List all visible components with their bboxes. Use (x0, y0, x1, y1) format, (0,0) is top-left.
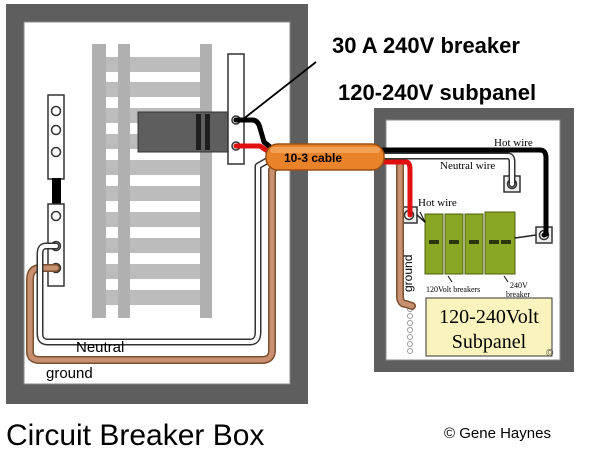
subpanel-label-line1: 120-240Volt (439, 306, 539, 328)
hot-wire-mid-label: Hot wire (418, 197, 457, 209)
breaker-title: 30 A 240V breaker (332, 33, 520, 58)
breakers-120-label: 120Volt breakers (426, 285, 480, 294)
bonding-strap (52, 178, 61, 206)
bus-feed-right (514, 234, 537, 239)
wires (26, 117, 549, 364)
subpanel-label-box (425, 297, 553, 357)
bus-bar-center (200, 44, 212, 318)
ground-sub-label: ground (401, 255, 415, 292)
main-panel-interior (23, 21, 291, 385)
breaker-leader-line (241, 61, 317, 121)
bus-bar-left (92, 44, 106, 318)
breaker-terminal-strip (227, 53, 245, 165)
breaker-240-label-line1: 240V (510, 281, 528, 290)
subpanel (374, 108, 574, 372)
subpanel-copyright-mark: © (546, 348, 554, 359)
cable-10-3 (265, 143, 385, 171)
breaker-240-label-line2: breaker (506, 290, 530, 299)
bus-feed-left (416, 214, 426, 223)
main-caption: Circuit Breaker Box (6, 419, 264, 452)
main-240v-breaker (137, 111, 231, 153)
leader-lines (241, 61, 509, 283)
neutral-ground-bar-top (47, 94, 65, 180)
hot-wire-top-label: Hot wire (494, 137, 533, 149)
hot-wire-black-sub (377, 147, 549, 238)
neutral-main-label: Neutral (76, 339, 124, 356)
author-credit: © Gene Haynes (444, 425, 551, 442)
hot-wire-black-main (233, 117, 277, 153)
hot-wire-red-sub (377, 159, 413, 218)
ground-main-label: ground (46, 365, 93, 382)
subpanel-label-line2: Subpanel (452, 331, 527, 353)
bus-bar-right (118, 44, 130, 318)
neutral-wire-label: Neutral wire (440, 160, 495, 172)
subpanel-title: 120-240V subpanel (338, 80, 536, 105)
subpanel-breakers (424, 211, 516, 275)
cable-label: 10-3 cable (284, 151, 342, 165)
